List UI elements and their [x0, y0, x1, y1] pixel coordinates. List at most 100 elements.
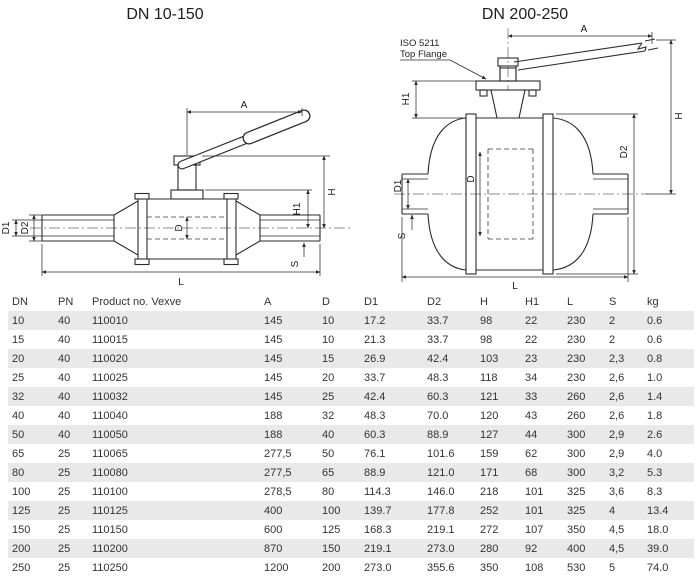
- lever-handle: [513, 38, 659, 71]
- bolt-icon: [223, 258, 239, 266]
- table-cell: 25: [58, 543, 71, 555]
- table-cell: 107: [525, 524, 544, 536]
- table-cell: 110010: [92, 315, 128, 327]
- table-cell: 20: [12, 353, 25, 365]
- table-cell: 272: [480, 524, 499, 536]
- table-cell: 600: [264, 524, 283, 536]
- table-cell: 2,9: [609, 448, 625, 460]
- lever-handle: [177, 109, 311, 170]
- table-cell: 110125: [92, 505, 128, 517]
- table-cell: 110025: [92, 372, 128, 384]
- table-cell: 350: [567, 524, 586, 536]
- table-cell: 127: [480, 429, 499, 441]
- table-cell: 125: [12, 505, 31, 517]
- table-cell: 98: [480, 334, 493, 346]
- table-cell: 48.3: [427, 372, 449, 384]
- table-cell: 98: [480, 315, 493, 327]
- table-cell: 110040: [92, 410, 128, 422]
- table-cell: 277,5: [264, 467, 292, 479]
- table-cell: 40: [322, 429, 335, 441]
- column-header: A: [264, 296, 272, 308]
- table-cell: 145: [264, 372, 283, 384]
- table-cell: 4,5: [609, 524, 625, 536]
- table-cell: 1200: [264, 562, 289, 574]
- column-header: L: [567, 296, 574, 308]
- table-cell: 300: [567, 429, 586, 441]
- table-cell: 273.0: [427, 543, 455, 555]
- table-cell: 2,3: [609, 353, 625, 365]
- table-cell: 68: [525, 467, 538, 479]
- table-cell: 2,6: [609, 391, 625, 403]
- stem-nut: [497, 57, 519, 67]
- table-cell: 325: [567, 505, 586, 517]
- dim-label-s: S: [290, 260, 301, 267]
- table-cell: 252: [480, 505, 499, 517]
- column-header: kg: [647, 296, 659, 308]
- table-cell: 25: [58, 524, 71, 536]
- table-cell: 25: [58, 562, 71, 574]
- table-cell: 1.4: [647, 391, 663, 403]
- table-cell: 400: [567, 543, 586, 555]
- table-cell: 230: [567, 353, 586, 365]
- table-cell: 100: [12, 486, 31, 498]
- table-cell: 101: [525, 486, 544, 498]
- column-header: D: [322, 296, 330, 308]
- table-cell: 2: [609, 315, 616, 327]
- table-cell: 110065: [92, 448, 128, 460]
- table-cell: 114.3: [364, 486, 391, 498]
- table-cell: 530: [567, 562, 586, 574]
- table-cell: 150: [12, 524, 31, 536]
- table-cell: 0.6: [647, 315, 663, 327]
- table-cell: 300: [567, 467, 586, 479]
- bolt-icon: [479, 89, 488, 97]
- table-cell: 25: [322, 391, 335, 403]
- valve-drawing-dn200-250: ISO 5211 Top Flange: [393, 24, 685, 290]
- table-cell: 80: [322, 486, 335, 498]
- table-cell: 40: [58, 429, 71, 441]
- table-cell: 110020: [92, 353, 128, 365]
- table-cell: 0.6: [647, 334, 663, 346]
- table-cell: 219.1: [427, 524, 455, 536]
- table-cell: 33.7: [427, 334, 449, 346]
- table-cell: 101.6: [427, 448, 455, 460]
- bolt-icon: [134, 258, 150, 266]
- table-cell: 65: [322, 467, 335, 479]
- table-cell: 39.0: [647, 543, 669, 555]
- table-cell: 171: [480, 467, 499, 479]
- dim-label-h: H: [674, 112, 685, 119]
- table-cell: 110250: [92, 562, 128, 574]
- table-cell: 110080: [92, 467, 128, 479]
- table-cell: 15: [12, 334, 25, 346]
- table-cell: 74.0: [647, 562, 669, 574]
- table-cell: 110150: [92, 524, 128, 536]
- column-header: H1: [525, 296, 540, 308]
- table-cell: 200: [322, 562, 341, 574]
- table-cell: 4.0: [647, 448, 663, 460]
- table-cell: 278,5: [264, 486, 292, 498]
- table-cell: 110100: [92, 486, 128, 498]
- table-cell: 168.3: [364, 524, 392, 536]
- dim-label-a: A: [581, 24, 588, 35]
- table-cell: 40: [58, 334, 71, 346]
- table-cell: 2.6: [647, 429, 663, 441]
- table-cell: 145: [264, 391, 283, 403]
- table-cell: 250: [12, 562, 31, 574]
- table-cell: 145: [264, 315, 283, 327]
- table-cell: 2,6: [609, 410, 625, 422]
- table-cell: 25: [58, 448, 71, 460]
- table-cell: 5: [609, 562, 616, 574]
- table-cell: 34: [525, 372, 538, 384]
- table-cell: 88.9: [427, 429, 449, 441]
- table-cell: 25: [12, 372, 25, 384]
- table-cell: 13.4: [647, 505, 669, 517]
- note-leader: [449, 59, 487, 80]
- table-cell: 110050: [92, 429, 128, 441]
